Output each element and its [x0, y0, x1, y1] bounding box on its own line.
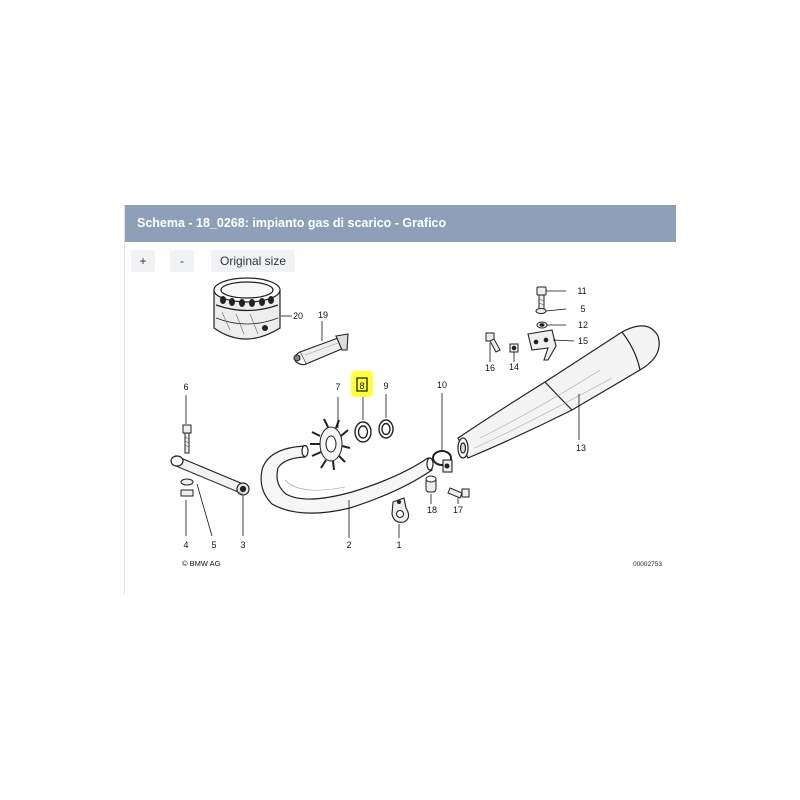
- bracket-nut-part[interactable]: [509, 343, 519, 353]
- cooling-fin-ring-part[interactable]: [310, 418, 351, 471]
- zoom-toolbar: + - Original size: [125, 242, 676, 278]
- sealing-paste-tube-part[interactable]: [293, 333, 349, 366]
- callout-1: 1: [396, 540, 401, 550]
- pipe-holder-part[interactable]: [391, 497, 410, 523]
- callout-17: 17: [453, 505, 463, 515]
- gasket-ring-part[interactable]: [354, 421, 372, 443]
- callout-9: 9: [383, 381, 388, 391]
- callout-5: 5: [211, 540, 216, 550]
- air-filter-part[interactable]: [213, 277, 281, 340]
- exhaust-pipe-part[interactable]: [260, 444, 434, 514]
- zoom-in-button[interactable]: +: [131, 250, 155, 272]
- original-size-button[interactable]: Original size: [211, 250, 295, 272]
- callout-11: 11: [577, 286, 586, 296]
- mounting-bracket-part[interactable]: [527, 329, 557, 361]
- callout-14: 14: [509, 362, 519, 372]
- callout-2: 2: [346, 540, 351, 550]
- panel-title: Schema - 18_0268: impianto gas di scaric…: [137, 216, 447, 230]
- callout-4: 4: [183, 540, 188, 550]
- callout-16: 16: [485, 363, 495, 373]
- callout-13: 13: [576, 443, 586, 453]
- bracket-bolt-part[interactable]: [536, 286, 547, 310]
- crossbar-part[interactable]: [170, 455, 250, 496]
- hex-bolt-part[interactable]: [485, 332, 501, 353]
- zoom-out-button[interactable]: -: [170, 250, 194, 272]
- muffler-part[interactable]: [457, 325, 660, 459]
- callout-18: 18: [427, 505, 437, 515]
- callout-labels: 1 2 3 4 5 6 7 8 9 10 11 5 12 13 14 15 16…: [183, 286, 588, 550]
- clamp-bolt-part[interactable]: [447, 487, 470, 499]
- callout-19: 19: [318, 310, 328, 320]
- callout-6: 6: [183, 382, 188, 392]
- callout-15: 15: [578, 336, 588, 346]
- copyright-text: © BMW AG: [182, 559, 221, 568]
- bolt-part[interactable]: [182, 424, 192, 454]
- callout-8: 8: [359, 381, 364, 391]
- lock-nut-part[interactable]: [536, 321, 548, 329]
- nut-and-washer-part[interactable]: [180, 478, 194, 497]
- callout-box: [356, 377, 368, 392]
- pipe-clamp-part[interactable]: [432, 450, 453, 473]
- callout-3: 3: [240, 540, 245, 550]
- seal-ring-part[interactable]: [378, 419, 394, 439]
- reference-number: 00002753: [633, 561, 662, 568]
- panel-header: Schema - 18_0268: impianto gas di scaric…: [125, 205, 676, 242]
- callout-7: 7: [335, 382, 340, 392]
- callout-10: 10: [437, 380, 447, 390]
- callout-12: 12: [578, 320, 588, 330]
- rubber-sleeve-part[interactable]: [425, 475, 437, 493]
- washer-part[interactable]: [535, 308, 547, 314]
- callout-20: 20: [293, 311, 303, 321]
- callout-5-upper: 5: [580, 304, 585, 314]
